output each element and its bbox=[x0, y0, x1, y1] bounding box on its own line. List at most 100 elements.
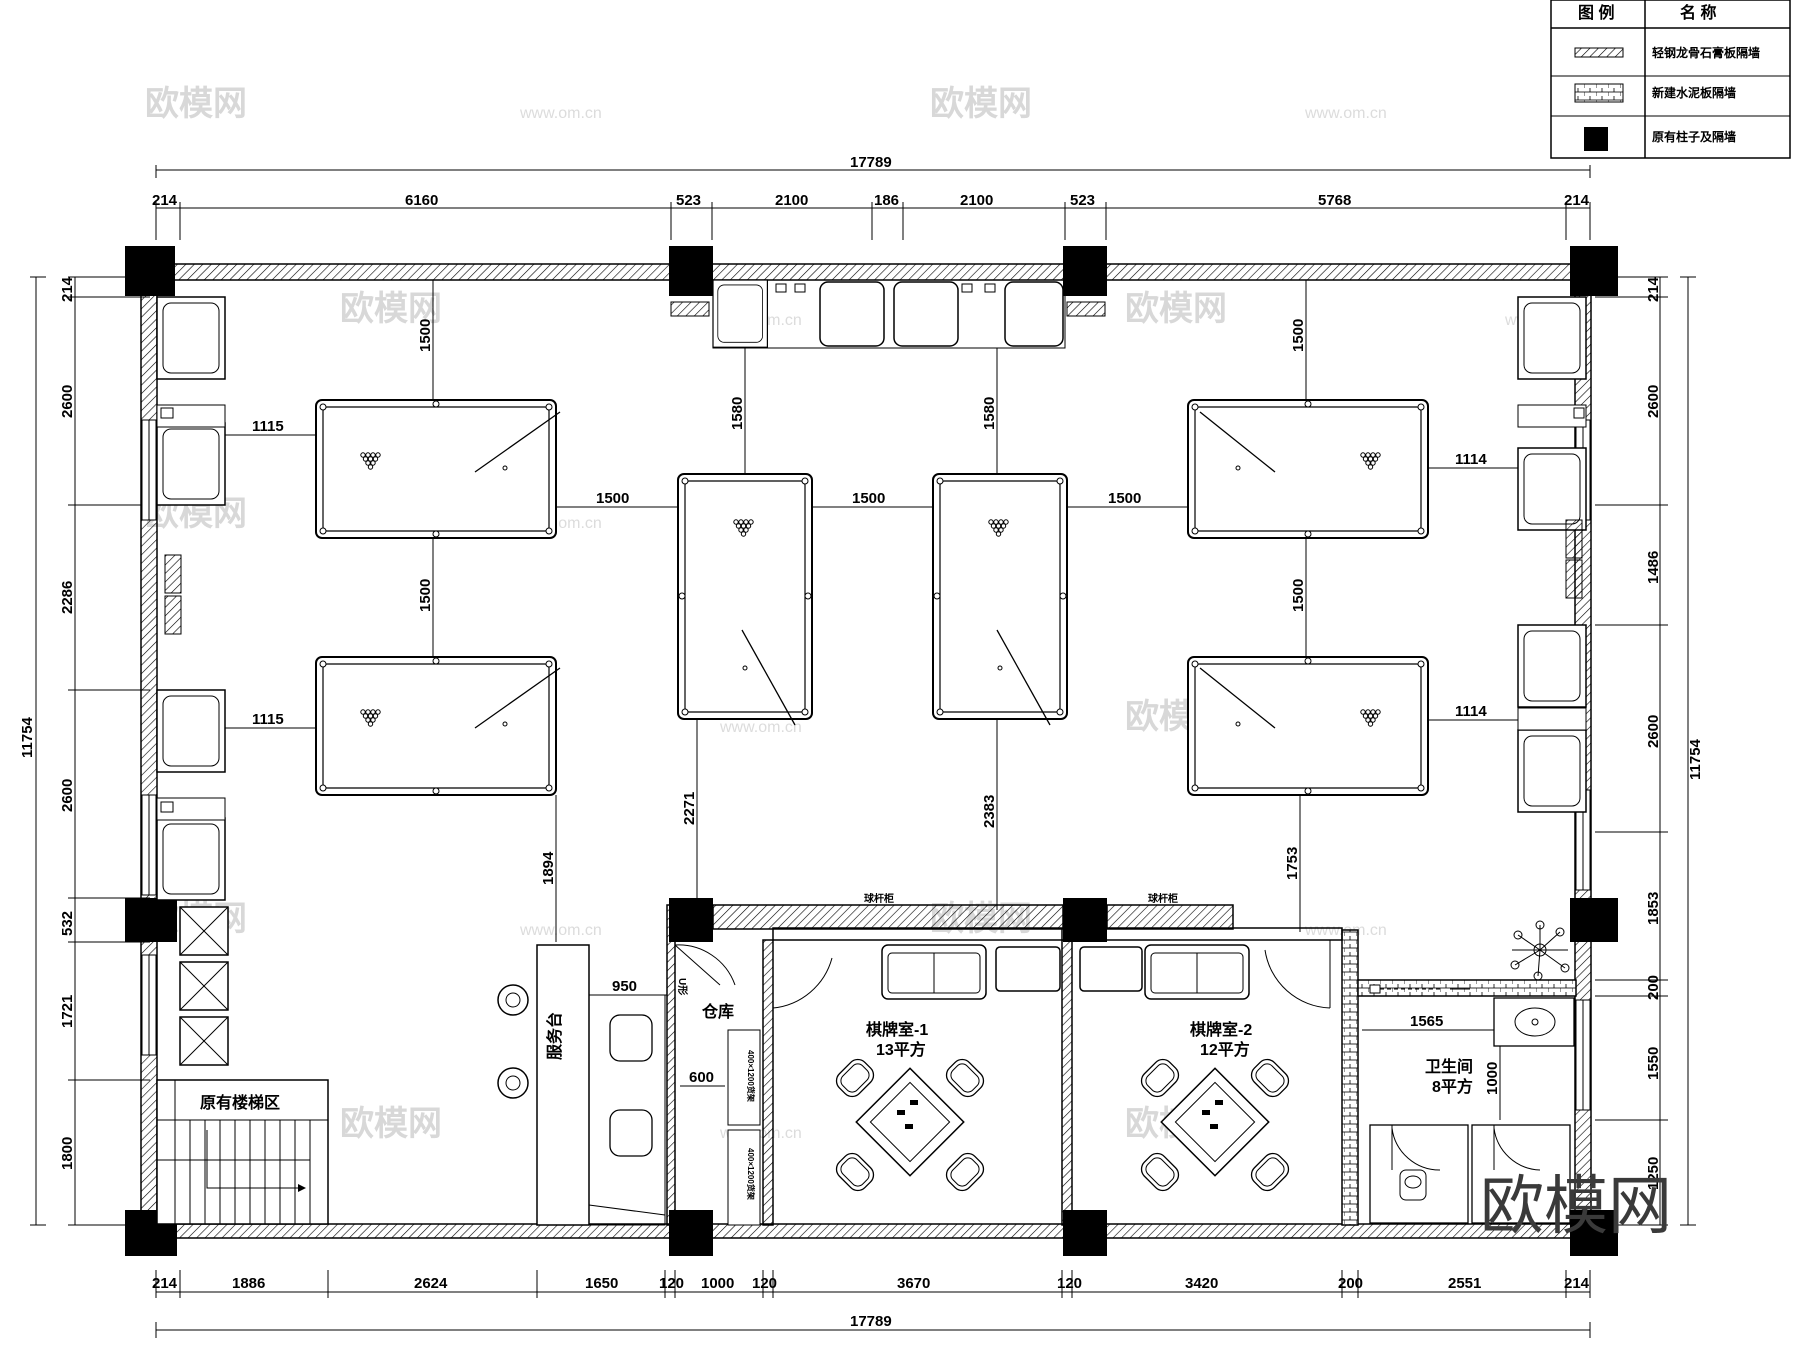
dim-label: 214 bbox=[59, 276, 76, 302]
right-dimensions bbox=[1595, 276, 1696, 1226]
dim-label: 523 bbox=[1070, 192, 1095, 209]
top-center-seating bbox=[670, 279, 1106, 349]
dim-label: 200 bbox=[1338, 1275, 1363, 1292]
dim-label: 214 bbox=[1645, 276, 1662, 302]
pool-table bbox=[315, 656, 561, 796]
plant-icon bbox=[1510, 920, 1570, 981]
dim-label: 1500 bbox=[596, 490, 629, 507]
room-area: 12平方 bbox=[1200, 1040, 1250, 1059]
dim-label: 120 bbox=[1057, 1275, 1082, 1292]
dim-label: 2551 bbox=[1448, 1275, 1481, 1292]
dim-label: 2600 bbox=[1645, 715, 1662, 748]
cooler-units bbox=[179, 906, 229, 1066]
dim-total-width-bottom: 17789 bbox=[850, 1313, 892, 1330]
watermark-url: www.om.cn bbox=[1304, 105, 1387, 122]
dim-label: 6160 bbox=[405, 192, 438, 209]
door-swings bbox=[674, 940, 1331, 1009]
dim-label: 1500 bbox=[1290, 319, 1307, 352]
dim-label: 1800 bbox=[59, 1137, 76, 1170]
dim-label: 1853 bbox=[1645, 892, 1662, 925]
dim-label: 2624 bbox=[414, 1275, 448, 1292]
stair-area: 原有楼梯区 bbox=[156, 1079, 329, 1225]
pool-table bbox=[932, 473, 1068, 726]
dim-total-width: 17789 bbox=[850, 154, 892, 171]
dim-label: 1753 bbox=[1284, 847, 1301, 880]
bottom-dimensions bbox=[155, 1270, 1591, 1338]
dim-label: 1000 bbox=[1484, 1062, 1501, 1095]
dim-label: 1114 bbox=[1455, 703, 1487, 720]
dim-label: 1500 bbox=[852, 490, 885, 507]
dim-label: 1580 bbox=[981, 397, 998, 430]
dim-label: 2600 bbox=[59, 779, 76, 812]
pool-table bbox=[1187, 399, 1429, 539]
dim-label: 1721 bbox=[59, 995, 76, 1028]
dim-label: 186 bbox=[874, 192, 899, 209]
dim-label: 3420 bbox=[1185, 1275, 1218, 1292]
service-counter: 服务台 bbox=[497, 944, 666, 1226]
dim-label: 214 bbox=[1564, 192, 1590, 209]
brand-watermark: 欧模网 bbox=[1480, 1170, 1672, 1242]
dim-label: 1000 bbox=[701, 1275, 734, 1292]
dim-label: 1500 bbox=[417, 319, 434, 352]
dim-label: 600 bbox=[689, 1069, 714, 1086]
dim-label: 1500 bbox=[1108, 490, 1141, 507]
dim-label: 1486 bbox=[1645, 551, 1662, 584]
column-swatch bbox=[1584, 127, 1608, 151]
dim-label: 214 bbox=[152, 192, 178, 209]
dim-label: 200 bbox=[1645, 975, 1662, 1000]
hatch-wall-swatch bbox=[1574, 47, 1624, 58]
room-name: 棋牌室-2 bbox=[1190, 1020, 1252, 1039]
dim-label: 1650 bbox=[585, 1275, 618, 1292]
dim-label: 532 bbox=[59, 911, 76, 936]
dim-label: 120 bbox=[659, 1275, 684, 1292]
dim-label: 1886 bbox=[232, 1275, 265, 1292]
dim-label: 1114 bbox=[1455, 451, 1487, 468]
storage-label: 仓库 bbox=[701, 1002, 734, 1021]
top-dimensions bbox=[155, 165, 1591, 240]
watermark-text: 欧模网 bbox=[340, 290, 442, 328]
left-seating bbox=[156, 296, 226, 901]
dim-label: 1115 bbox=[252, 418, 284, 435]
dim-label: 2383 bbox=[981, 795, 998, 828]
door-label: U形 bbox=[676, 978, 688, 995]
room-name: 棋牌室-1 bbox=[866, 1020, 928, 1039]
legend-header-name: 名 称 bbox=[1680, 3, 1716, 22]
watermark-text: 欧模网 bbox=[145, 85, 247, 123]
room-area: 8平方 bbox=[1432, 1077, 1473, 1096]
dim-label: 523 bbox=[676, 192, 701, 209]
watermark-text: 欧模网 bbox=[340, 1105, 442, 1143]
dim-label: 5768 bbox=[1318, 192, 1351, 209]
pool-table bbox=[1187, 656, 1429, 796]
room-name: 卫生间 bbox=[1425, 1057, 1473, 1076]
brick-wall-swatch bbox=[1574, 83, 1624, 103]
structural-columns bbox=[125, 246, 1618, 1256]
shelf-label: 400×1200货架 bbox=[746, 1148, 756, 1200]
dim-label: 2286 bbox=[59, 581, 76, 614]
right-seating bbox=[1517, 296, 1587, 813]
dim-label: 214 bbox=[1564, 1275, 1590, 1292]
card-room-2: 棋牌室-2 12平方 bbox=[1079, 944, 1294, 1196]
dim-label: 1500 bbox=[1290, 579, 1307, 612]
pool-table bbox=[315, 399, 561, 539]
dim-label: 2600 bbox=[59, 385, 76, 418]
dim-label: 1500 bbox=[417, 579, 434, 612]
stair-label: 原有楼梯区 bbox=[200, 1093, 280, 1112]
cue-rack: 球杆柜 球杆柜 bbox=[712, 892, 1234, 930]
dim-label: 2600 bbox=[1645, 385, 1662, 418]
dim-label: 3670 bbox=[897, 1275, 930, 1292]
dim-label: 120 bbox=[752, 1275, 777, 1292]
restroom: 卫生间 8平方 bbox=[1369, 984, 1575, 1224]
dim-total-height: 11754 bbox=[19, 716, 36, 758]
cue-rack-label: 球杆柜 bbox=[864, 892, 894, 905]
interior-partitions bbox=[666, 904, 1577, 1226]
dim-label: 2100 bbox=[960, 192, 993, 209]
legend-item-label: 新建水泥板隔墙 bbox=[1652, 85, 1736, 100]
storage-room: 仓库 400×1200货架 400×1200货架 bbox=[701, 1002, 761, 1226]
legend-item-label: 轻钢龙骨石膏板隔墙 bbox=[1652, 45, 1760, 60]
service-counter-label: 服务台 bbox=[545, 1012, 564, 1060]
card-room-1: 棋牌室-1 13平方 bbox=[831, 944, 1061, 1196]
watermark-url: www.om.cn bbox=[719, 719, 802, 736]
room-area: 13平方 bbox=[876, 1040, 926, 1059]
watermark-url: www.om.cn bbox=[519, 105, 602, 122]
